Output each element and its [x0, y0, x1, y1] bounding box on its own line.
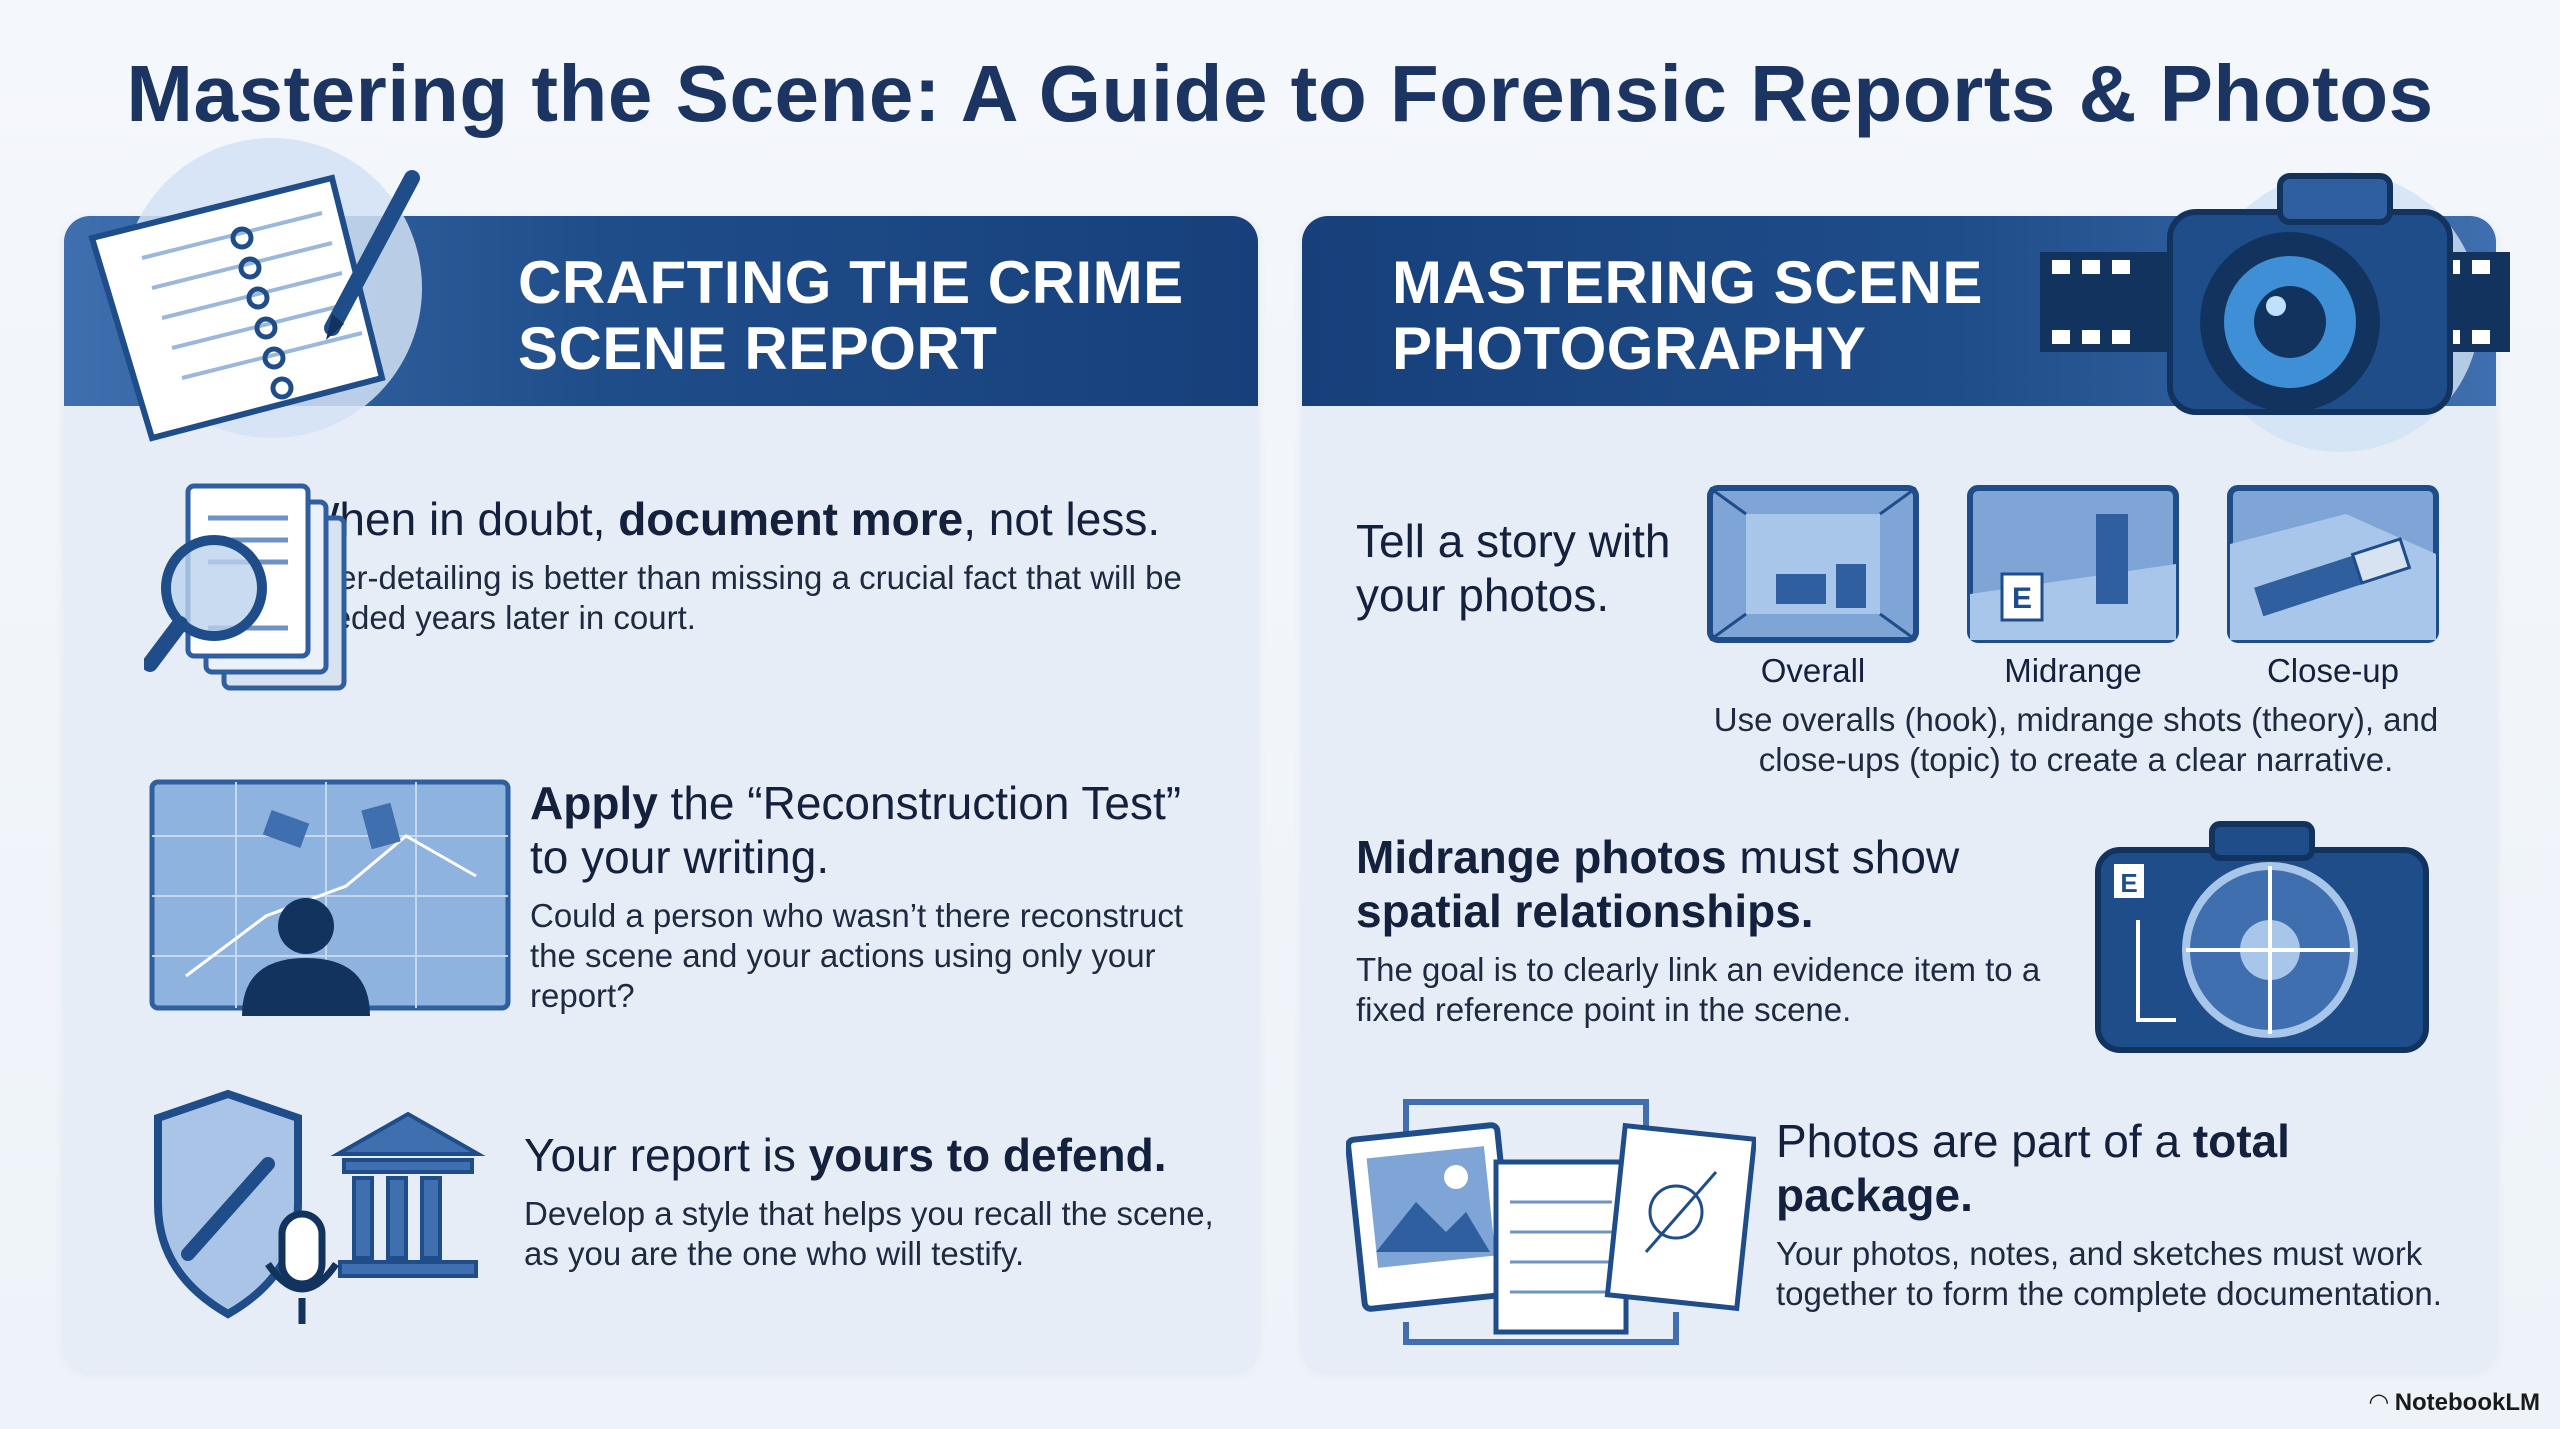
photos-notes-sketches-icon — [1346, 1099, 1756, 1345]
report-panel-title: CRAFTING THE CRIME SCENE REPORT — [518, 249, 1184, 382]
midrange-photo-thumbnail: E — [1967, 485, 2179, 643]
closeup-label: Close-up — [2266, 652, 2400, 689]
report-tip-document-more: When in doubt, document more, not less. … — [296, 492, 1226, 638]
photo-tip-2-body: The goal is to clearly link an evidence … — [1356, 951, 2041, 1028]
report-tip-2-body: Could a person who wasn’t there reconstr… — [530, 897, 1184, 1014]
report-tip-3-heading: Your report is yours to defend. — [524, 1129, 1167, 1181]
page-title: Mastering the Scene: A Guide to Forensic… — [126, 49, 2434, 138]
report-tip-1-body: Over-detailing is better than missing a … — [296, 559, 1182, 636]
closeup-photo-thumbnail — [2227, 485, 2439, 643]
report-panel: CRAFTING THE CRIME SCENE REPORT When in … — [64, 216, 1258, 1371]
map-silhouette-icon — [149, 779, 511, 1016]
photo-tip-package: Photos are part of a total package. Your… — [1776, 1114, 2476, 1314]
photo-tip-story: Tell a story with your photos. — [1356, 514, 1676, 622]
report-tip-2-heading: Apply the “Reconstruction Test” to your … — [530, 777, 1182, 883]
report-tip-3-body: Develop a style that helps you recall th… — [524, 1195, 1214, 1272]
shield-courthouse-icon — [154, 1089, 486, 1324]
documents-magnifier-icon — [144, 483, 347, 691]
report-tip-defend: Your report is yours to defend. Develop … — [524, 1128, 1234, 1274]
notebook-pen-icon — [88, 138, 422, 442]
svg-text:E: E — [2120, 868, 2137, 898]
overall-photo-thumbnail — [1707, 485, 1919, 643]
photography-panel-title: MASTERING SCENE PHOTOGRAPHY — [1392, 249, 1983, 382]
report-tip-1-heading: When in doubt, document more, not less. — [296, 493, 1161, 545]
photo-tip-1-heading: Tell a story with your photos. — [1356, 515, 1671, 621]
overall-label: Overall — [1760, 652, 1866, 689]
camera-film-icon — [2040, 172, 2510, 452]
photography-panel: MASTERING SCENE PHOTOGRAPHY Tell a story… — [1302, 216, 2496, 1371]
midrange-label: Midrange — [2004, 652, 2142, 689]
photo-tip-3-heading: Photos are part of a total package. — [1776, 1115, 2290, 1221]
photo-tip-2-heading: Midrange photos must show spatial relati… — [1356, 831, 1960, 937]
svg-text:E: E — [2012, 582, 2032, 615]
camera-viewfinder-icon: E — [2095, 821, 2429, 1053]
report-tip-reconstruction: Apply the “Reconstruction Test” to your … — [530, 776, 1230, 1016]
photo-tip-spatial: Midrange photos must show spatial relati… — [1356, 830, 2116, 1030]
photo-tip-3-body: Your photos, notes, and sketches must wo… — [1776, 1235, 2442, 1312]
watermark-logo-icon: ◠ — [2369, 1389, 2395, 1416]
notebooklm-watermark: ◠ NotebookLM — [2369, 1389, 2540, 1416]
photo-tip-1-body: Use overalls (hook), midrange shots (the… — [1713, 701, 2439, 778]
